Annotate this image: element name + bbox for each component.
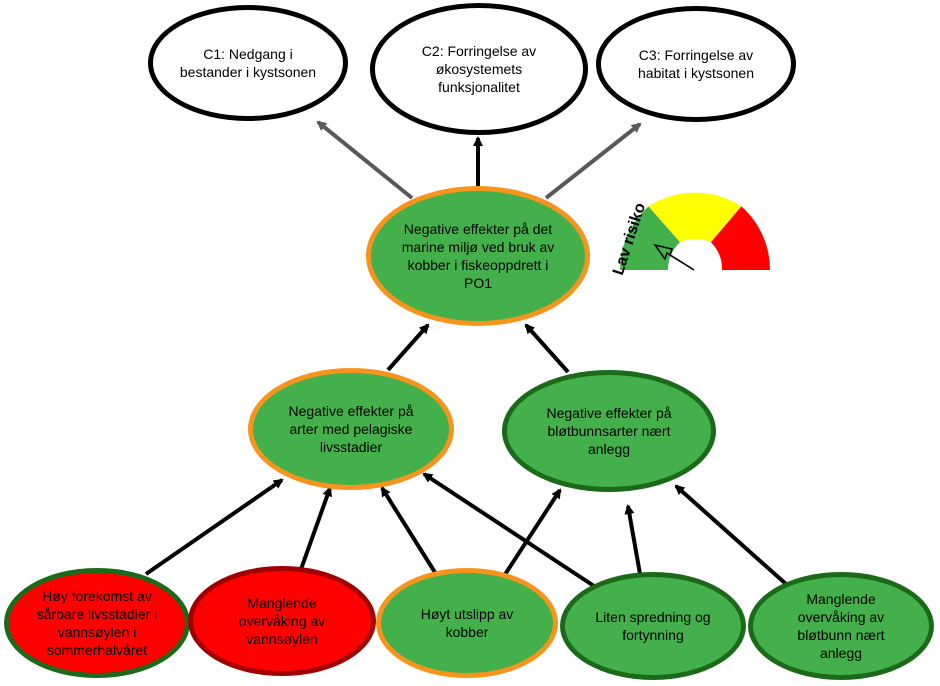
arrow-b4-to-softbottom xyxy=(624,504,642,575)
arrow-softbottom-to-center xyxy=(524,323,570,374)
arrow-b3-to-pelagic xyxy=(380,486,438,576)
gauge-red-segment xyxy=(710,206,770,270)
arrow-center-to-c3 xyxy=(544,122,642,200)
factor-vulnerable-life-stages-label: Høy forekomst av sårbare livsstadier i v… xyxy=(36,588,158,658)
consequence-c2-label: C2: Forringelse av økosystemets funksjon… xyxy=(421,43,537,95)
gauge-needle-icon xyxy=(653,243,695,271)
factor-missing-watercolumn-monitoring: Manglende overvåking av vannsøylen xyxy=(188,566,376,676)
arrow-b2-to-pelagic xyxy=(298,486,333,573)
effect-softbottom-node: Negative effekter på bløtbunnsarter nært… xyxy=(502,370,716,492)
arrow-b4-to-pelagic xyxy=(422,472,596,588)
central-hazard-node: Negative effekter på det marine miljø ve… xyxy=(366,186,590,326)
effect-pelagic-label: Negative effekter på arter med pelagiske… xyxy=(288,403,414,455)
risk-gauge xyxy=(620,192,770,271)
consequence-c3-label: C3: Forringelse av habitat i kystsonen xyxy=(638,47,754,81)
arrow-b3-to-softbottom xyxy=(502,488,562,578)
arrow-b1-to-pelagic xyxy=(144,478,284,576)
consequence-c3: C3: Forringelse av habitat i kystsonen xyxy=(596,6,796,122)
effect-softbottom-label: Negative effekter på bløtbunnsarter nært… xyxy=(546,405,672,457)
gauge-yellow-segment xyxy=(648,192,742,243)
arrow-center-to-c1 xyxy=(316,120,414,200)
factor-missing-softbottom-monitoring: Manglende overvåking av bløtbunn nært an… xyxy=(748,572,934,680)
factor-low-dispersion-label: Liten spredning og fortynning xyxy=(595,609,711,643)
factor-high-copper-emission: Høyt utslipp av kobber xyxy=(376,568,558,678)
arrow-pelagic-to-center xyxy=(386,323,430,372)
central-hazard-label: Negative effekter på det marine miljø ve… xyxy=(401,221,555,291)
consequence-c1: C1: Nedgang i bestander i kystsonen xyxy=(148,5,348,121)
effect-pelagic-node: Negative effekter på arter med pelagiske… xyxy=(248,368,454,490)
factor-high-copper-emission-label: Høyt utslipp av kobber xyxy=(420,606,514,640)
factor-low-dispersion: Liten spredning og fortynning xyxy=(560,572,746,680)
factor-vulnerable-life-stages: Høy forekomst av sårbare livsstadier i v… xyxy=(4,568,190,678)
consequence-c1-label: C1: Nedgang i bestander i kystsonen xyxy=(179,46,317,80)
factor-missing-softbottom-monitoring-label: Manglende overvåking av bløtbunn nært an… xyxy=(797,591,885,661)
consequence-c2: C2: Forringelse av økosystemets funksjon… xyxy=(370,3,588,135)
arrow-b5-to-softbottom xyxy=(674,484,788,586)
factor-missing-watercolumn-monitoring-label: Manglende overvåking av vannsøylen xyxy=(238,595,326,647)
